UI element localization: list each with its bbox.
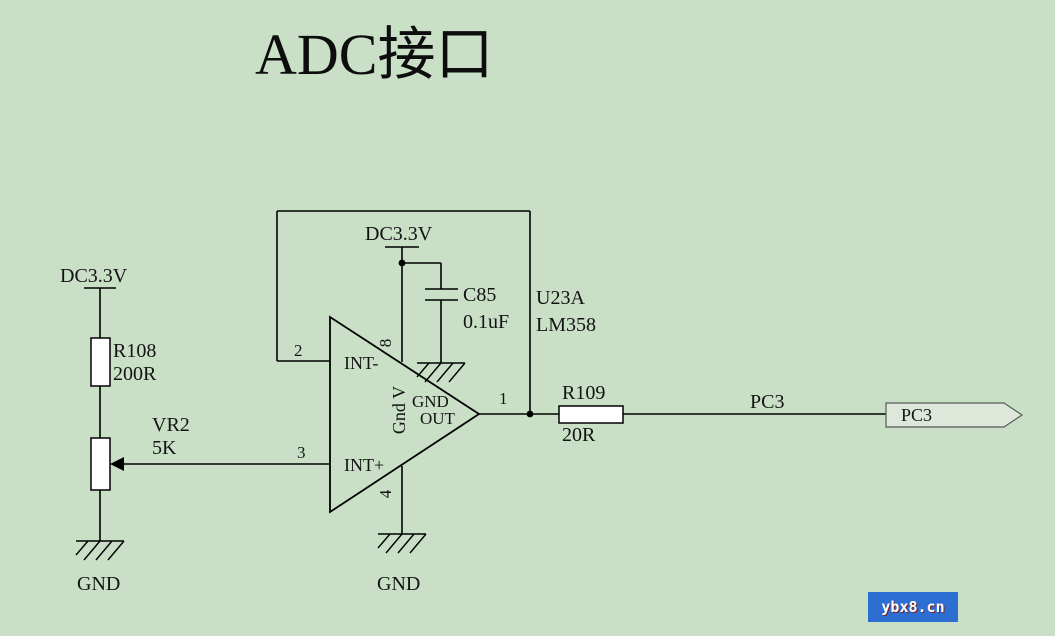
r108-value-label: 200R	[113, 363, 157, 385]
c85-value-label: 0.1uF	[463, 311, 509, 333]
junction-dot	[398, 259, 406, 267]
pin8-number: 8	[376, 339, 395, 348]
vr2-ref-label: VR2	[152, 414, 190, 436]
resistor-r108: R108 200R	[90, 337, 157, 387]
r108-ref-label: R108	[113, 340, 156, 362]
r109-value-label: 20R	[562, 424, 596, 446]
pin2-number: 2	[294, 341, 303, 360]
capacitor-c85: C85 0.1uF	[425, 284, 509, 333]
port-pc3-label: PC3	[901, 405, 932, 425]
gnd-label-left: GND	[77, 573, 120, 595]
power-net-label-top: DC3.3V	[365, 223, 433, 245]
pin4-number: 4	[376, 489, 395, 498]
u23a-ref-label: U23A	[536, 287, 585, 309]
page-title: ADC接口	[255, 22, 493, 87]
pc3-net-label: PC3	[750, 391, 784, 413]
opamp-in-minus-label: INT-	[344, 353, 378, 373]
opamp-gnd-pin-label: GND	[412, 392, 449, 411]
gnd-label-opamp: GND	[377, 573, 420, 595]
u23a-part-label: LM358	[536, 314, 596, 336]
junction-dot	[526, 410, 534, 418]
opamp-triangle	[329, 315, 481, 514]
power-net-label-left: DC3.3V	[60, 265, 128, 287]
wires	[84, 210, 886, 541]
watermark: ybx8.cn	[868, 592, 958, 622]
pin1-number: 1	[499, 389, 508, 408]
r109-ref-label: R109	[562, 382, 605, 404]
opamp-in-plus-label: INT+	[344, 455, 384, 475]
opamp-u23a: 2 3 1 8 4 INT- INT+ Gnd V GND OUT U23A L…	[294, 287, 596, 514]
port-shape	[885, 402, 1024, 428]
ground-symbol-opamp	[377, 533, 427, 554]
vr2-value-label: 5K	[152, 437, 177, 459]
opamp-power-pins-label: Gnd V	[389, 386, 409, 434]
wiper-arrow-icon	[110, 457, 124, 471]
ground-symbol-left	[75, 540, 125, 561]
c85-ref-label: C85	[463, 284, 496, 306]
resistor-r109: R109 20R	[558, 382, 624, 446]
opamp-out-pin-label: OUT	[420, 409, 456, 428]
potentiometer-vr2: VR2 5K	[90, 414, 190, 491]
port-pc3: PC3	[885, 402, 1024, 428]
pin3-number: 3	[297, 443, 306, 462]
